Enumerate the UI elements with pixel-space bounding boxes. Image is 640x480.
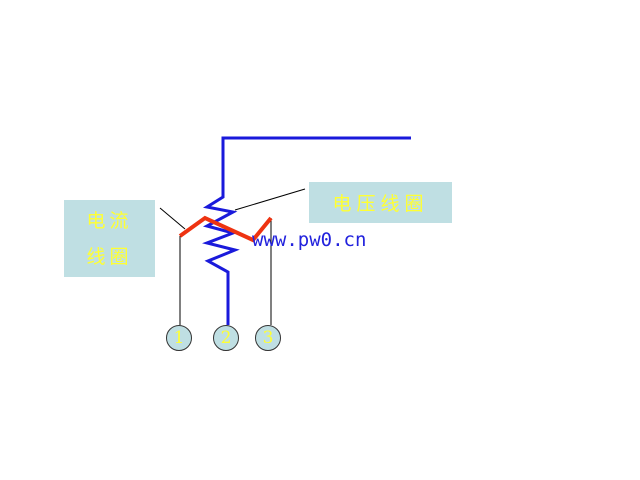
voltage-coil-label: 电压线圈 [309,182,452,223]
current-coil-label-line2: 线圈 [86,245,133,268]
leader-line-current [159,207,186,230]
voltage-coil [202,136,411,325]
current-coil-label-line1: 电流 [86,209,133,232]
current-coil-label: 电流线圈 [64,200,155,277]
leader-line-voltage [234,188,306,211]
terminal-1: 1 [166,325,192,351]
current-coil [178,215,273,243]
terminal-3: 3 [255,325,281,351]
terminal-2: 2 [213,325,239,351]
watermark: www.pw0.cn [252,229,367,251]
